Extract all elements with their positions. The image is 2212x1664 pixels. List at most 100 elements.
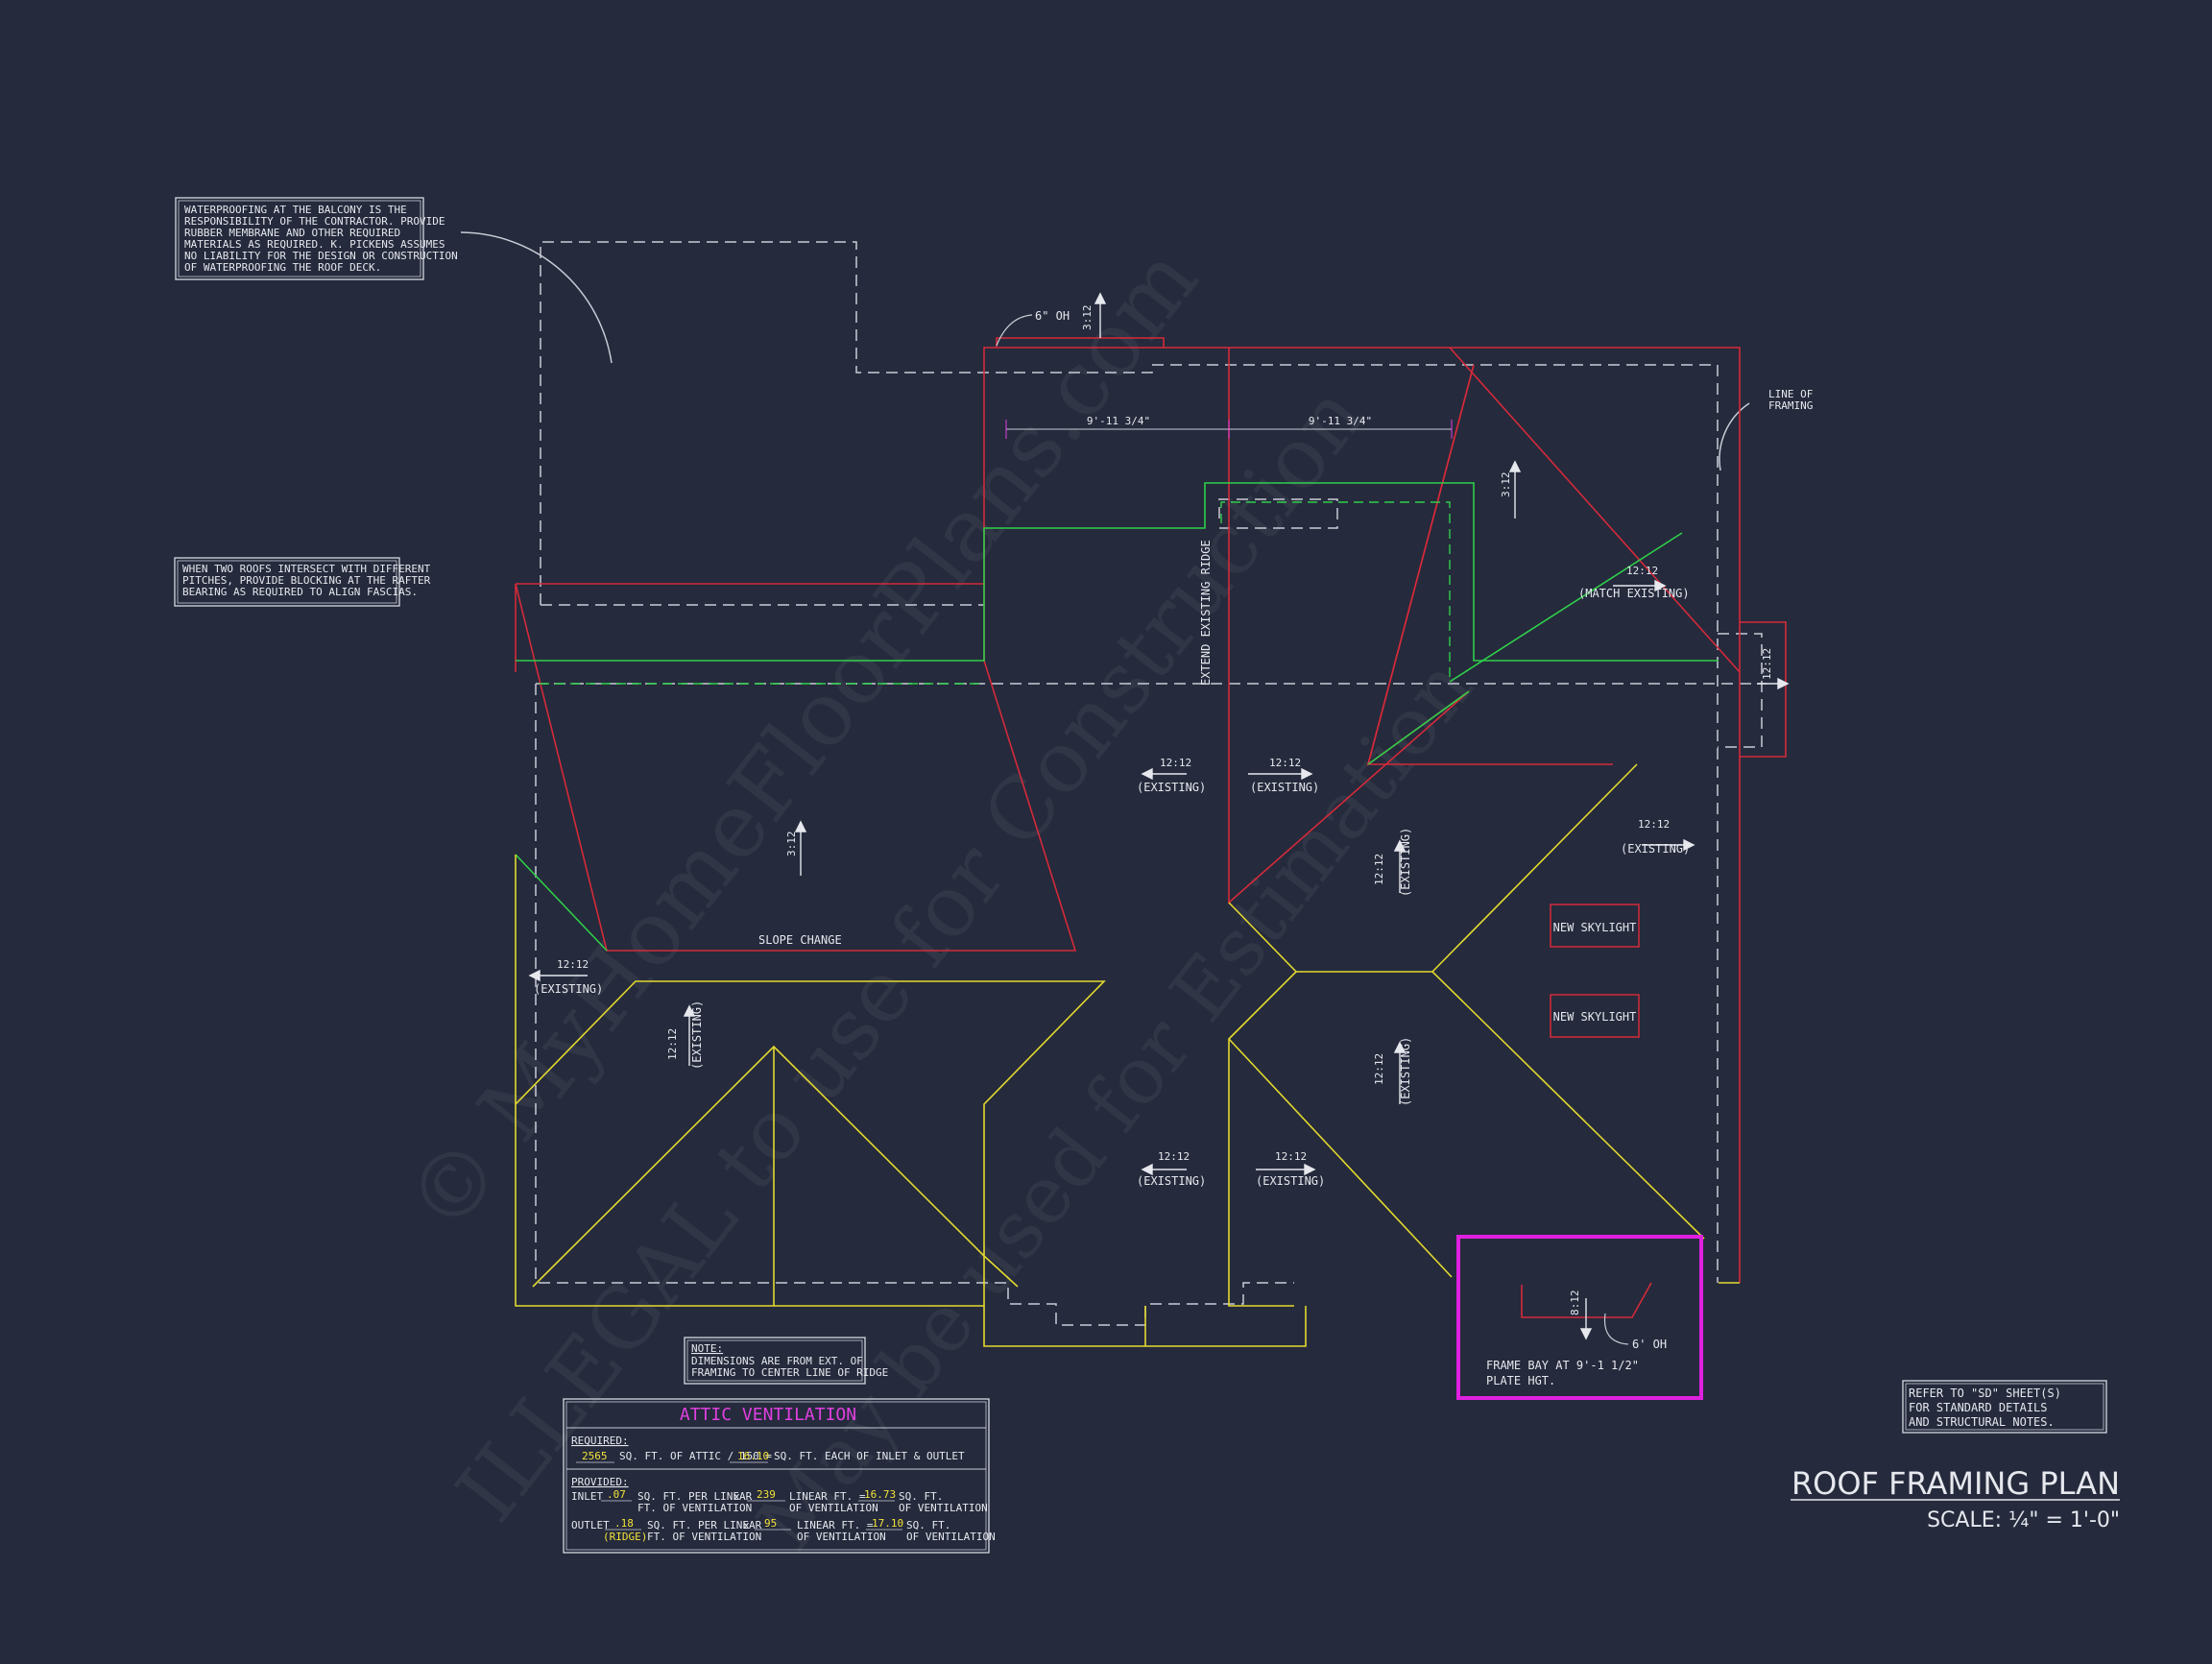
attic-required-result: 16.10	[737, 1450, 769, 1462]
red-left-roof	[515, 583, 1077, 952]
attic-required-area: 2565	[582, 1450, 608, 1462]
dimensions-note: NOTE: DIMENSIONS ARE FROM EXT. OF FRAMIN…	[684, 1337, 888, 1385]
existing-lower-left: (EXISTING)	[1137, 1174, 1206, 1188]
pitch-lower-left-label: 12:12	[1158, 1150, 1190, 1163]
yellow-roof	[515, 763, 1740, 1347]
pitch-vert-upper-label: 12:12	[1373, 854, 1385, 885]
inlet-multiply: x	[733, 1490, 740, 1503]
outlet-result: 17.10	[872, 1517, 903, 1530]
skylight-box-2	[1550, 994, 1640, 1038]
pitch-right-upper-label: 3:12	[1500, 472, 1512, 498]
waterproofing-line-6: OF WATERPROOFING THE ROOF DECK.	[184, 261, 381, 274]
green-valley	[1367, 690, 1470, 765]
overhang-top-label: 6" OH	[1035, 309, 1070, 323]
refer-line-1: REFER TO "SD" SHEET(S)	[1909, 1387, 2061, 1400]
green-eave	[516, 482, 1719, 662]
outlet-result-text-2: OF VENTILATION	[906, 1531, 996, 1543]
pitch-lower-right-label: 12:12	[1275, 1150, 1307, 1163]
inlet-length: 239	[757, 1488, 776, 1501]
extend-ridge-label: EXTEND EXISTING RIDGE	[1199, 540, 1213, 686]
frame-bay-highlight	[1456, 1235, 1703, 1400]
existing-right: (EXISTING)	[1621, 842, 1690, 856]
outlet-note: (RIDGE)	[603, 1531, 647, 1543]
waterproofing-note: WATERPROOFING AT THE BALCONY IS THE RESP…	[175, 197, 458, 280]
inlet-length-text-2: OF VENTILATION	[789, 1502, 878, 1514]
intersect-line-3: BEARING AS REQUIRED TO ALIGN FASCIAS.	[182, 586, 418, 598]
dimension-left: 9'-11 3/4"	[1087, 415, 1150, 427]
yellow-left-ridge	[515, 980, 1106, 1256]
outlet-multiply: x	[743, 1519, 750, 1531]
red-bay-small	[1521, 1282, 1652, 1318]
existing-lower-right: (EXISTING)	[1256, 1174, 1325, 1188]
pitch-arrows	[528, 292, 1790, 1340]
yellow-hip-low	[1431, 971, 1705, 1240]
dimensions-note-line-2: FRAMING TO CENTER LINE OF RIDGE	[691, 1366, 888, 1379]
outlet-unit-1: SQ. FT. PER LINEAR	[647, 1519, 762, 1531]
existing-ridge-box	[1218, 498, 1338, 529]
green-left-edge	[515, 854, 608, 952]
existing-left: (EXISTING)	[534, 982, 603, 996]
waterproofing-line-3: RUBBER MEMBRANE AND OTHER REQUIRED	[184, 227, 400, 239]
intersect-note: WHEN TWO ROOFS INTERSECT WITH DIFFERENT …	[174, 557, 431, 607]
refer-note: REFER TO "SD" SHEET(S) FOR STANDARD DETA…	[1902, 1380, 2107, 1434]
dimension-line	[1005, 420, 1453, 439]
existing-wall-left	[535, 684, 1294, 1326]
waterproofing-line-1: WATERPROOFING AT THE BALCONY IS THE	[184, 204, 407, 216]
inlet-result-text-2: OF VENTILATION	[899, 1502, 988, 1514]
pitch-center-left-label: 12:12	[1160, 757, 1191, 769]
inlet-length-text-1: LINEAR FT. =	[789, 1490, 866, 1503]
inlet-result: 16.73	[864, 1488, 896, 1501]
green-lines	[515, 482, 1719, 952]
bay-overhang-label: 6' OH	[1632, 1338, 1667, 1351]
pitch-bump-label: 12:12	[1761, 648, 1773, 680]
pitch-vert-lower-label: 12:12	[1373, 1053, 1385, 1085]
red-right-bump	[1740, 621, 1787, 758]
pitch-left-upper-label: 3:12	[785, 832, 798, 857]
sheet-scale: SCALE: ¼" = 1'-0"	[1927, 1508, 2120, 1532]
pitch-center-right-label: 12:12	[1269, 757, 1301, 769]
dimensions-note-line-1: DIMENSIONS ARE FROM EXT. OF	[691, 1355, 863, 1367]
bay-note-2: PLATE HGT.	[1486, 1374, 1555, 1387]
balcony-outline	[540, 241, 1719, 1283]
outlet-result-text-1: SQ. FT.	[906, 1519, 950, 1531]
inlet-unit-1: SQ. FT. PER LINEAR	[637, 1490, 753, 1503]
inlet-label: INLET	[571, 1490, 603, 1503]
line-of-framing-2: FRAMING	[1768, 399, 1813, 412]
outlet-label: OUTLET	[571, 1519, 610, 1531]
waterproofing-line-5: NO LIABILITY FOR THE DESIGN OR CONSTRUCT…	[184, 250, 458, 262]
sheet-title: ROOF FRAMING PLAN	[1791, 1465, 2120, 1502]
red-right-valley	[1449, 347, 1741, 673]
skylight-box-1	[1550, 904, 1640, 948]
outlet-length-text-1: LINEAR FT. =	[797, 1519, 874, 1531]
refer-line-2: FOR STANDARD DETAILS	[1909, 1401, 2048, 1414]
attic-required-text-2: SQ. FT. EACH OF INLET & OUTLET	[774, 1450, 965, 1462]
bay-overhang-leader	[1603, 1313, 1629, 1345]
green-dashed	[540, 501, 1451, 685]
waterproofing-line-4: MATERIALS AS REQUIRED. K. PICKENS ASSUME…	[184, 238, 445, 251]
attic-ventilation-table: ATTIC VENTILATION REQUIRED: 2565 SQ. FT.…	[563, 1398, 996, 1554]
skylight-label-2: NEW SKYLIGHT	[1553, 1010, 1637, 1024]
existing-vert-lower: (EXISTING)	[1399, 1037, 1412, 1106]
pitch-bay-label: 8:12	[1569, 1290, 1581, 1316]
framing-arc	[1719, 402, 1750, 471]
slope-change-label: SLOPE CHANGE	[758, 933, 842, 947]
pitch-left-vert-label: 12:12	[666, 1028, 679, 1060]
intersect-line-2: PITCHES, PROVIDE BLOCKING AT THE RAFTER	[182, 574, 431, 587]
outlet-length: 95	[764, 1517, 777, 1530]
swing-arcs	[460, 231, 1750, 471]
inlet-value: .07	[607, 1488, 626, 1501]
red-upper-outline	[983, 347, 1741, 1283]
refer-line-3: AND STRUCTURAL NOTES.	[1909, 1415, 2055, 1429]
existing-center-right: (EXISTING)	[1250, 781, 1319, 794]
attic-required-text-1: SQ. FT. OF ATTIC / 150 =	[619, 1450, 772, 1462]
bay-note-1: FRAME BAY AT 9'-1 1/2"	[1486, 1359, 1639, 1372]
attic-title: ATTIC VENTILATION	[680, 1405, 856, 1425]
skylight-label-1: NEW SKYLIGHT	[1553, 921, 1637, 934]
overhang-leader-top	[996, 314, 1033, 347]
inlet-unit-2: FT. OF VENTILATION	[637, 1502, 752, 1514]
yellow-hip-diag	[1228, 1038, 1453, 1278]
outlet-length-text-2: OF VENTILATION	[797, 1531, 886, 1543]
inlet-result-text-1: SQ. FT.	[899, 1490, 943, 1503]
